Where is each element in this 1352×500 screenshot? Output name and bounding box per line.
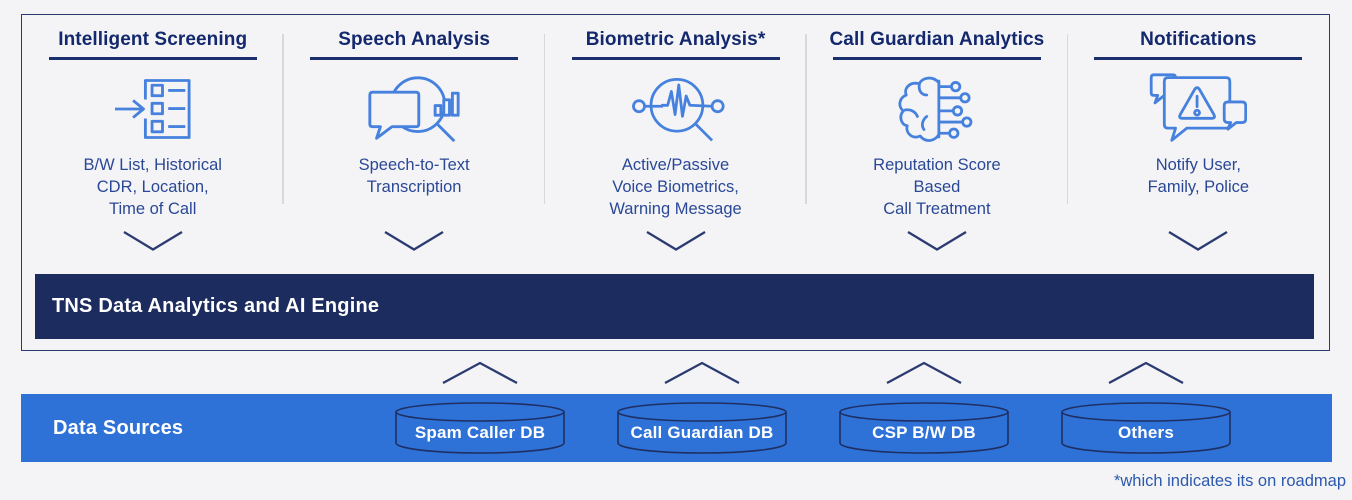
database-label: Others	[1118, 423, 1174, 442]
database-cylinder: Spam Caller DB	[394, 401, 566, 455]
roadmap-footnote: *which indicates its on roadmap	[1113, 472, 1346, 490]
alert-message-bubbles-icon	[1068, 69, 1329, 149]
database-cylinder: CSP B/W DB	[838, 401, 1010, 455]
voice-waveform-magnifier-icon	[545, 69, 806, 149]
column-divider	[1066, 34, 1069, 204]
column-divider	[805, 34, 807, 204]
stage-title-underline	[310, 57, 519, 60]
chevron-up-icon	[664, 361, 740, 385]
column-divider	[282, 34, 284, 204]
ai-brain-network-icon	[806, 69, 1067, 149]
database-cylinder-shape	[1061, 402, 1231, 454]
stage-title: Biometric Analysis*	[585, 29, 766, 50]
chevron-down-icon	[645, 230, 706, 251]
speech-to-text-magnifier-icon	[283, 69, 544, 149]
chevron-down-icon	[1168, 230, 1228, 251]
pipeline-box: Intelligent Screening B/W List, Historic…	[21, 14, 1330, 351]
stage-title-underline	[832, 57, 1041, 60]
database-label: Spam Caller DB	[414, 423, 546, 442]
data-sources-label: Data Sources	[53, 416, 184, 439]
database-cylinder: Others	[1060, 401, 1232, 455]
pipeline-stage: Biometric Analysis* Active/Passive Voice…	[545, 15, 806, 273]
stage-title: Intelligent Screening	[58, 29, 248, 50]
stage-title: Notifications	[1140, 29, 1257, 50]
stage-description: Speech-to-Text Transcription	[358, 155, 470, 196]
database-label: CSP B/W DB	[872, 423, 976, 442]
ai-engine-banner: TNS Data Analytics and AI Engine	[35, 274, 1314, 339]
stage-description: Notify User, Family, Police	[1147, 155, 1250, 196]
screening-checklist-icon	[22, 69, 283, 149]
pipeline-stage: Intelligent Screening B/W List, Historic…	[22, 15, 283, 273]
database-cylinder-shape	[617, 402, 787, 454]
stage-title: Speech Analysis	[338, 29, 491, 50]
database-cylinder-shape	[839, 402, 1009, 454]
chevron-up-icon	[886, 361, 962, 385]
stage-title-underline	[48, 57, 257, 60]
database-label: Call Guardian DB	[630, 423, 774, 442]
chevron-down-icon	[123, 230, 183, 251]
chevron-down-icon	[907, 230, 967, 251]
chevron-up-icon	[442, 361, 518, 385]
ai-engine-label: TNS Data Analytics and AI Engine	[52, 295, 380, 317]
database-cylinder-shape	[395, 402, 565, 454]
chevron-up-icon	[1108, 361, 1184, 385]
stage-title-underline	[571, 57, 780, 60]
stage-description: Reputation Score Based Call Treatment	[873, 155, 1001, 218]
stage-description: Active/Passive Voice Biometrics, Warning…	[609, 155, 742, 218]
pipeline-stage: Speech Analysis Speech-to-Text Transcrip…	[283, 15, 544, 273]
chevron-down-icon	[384, 230, 444, 251]
column-divider	[543, 34, 546, 204]
pipeline-stage: Notifications Notify User, Family, Polic…	[1068, 15, 1329, 273]
pipeline-stage: Call Guardian Analytics Reputation Score…	[806, 15, 1067, 273]
stage-title-underline	[1094, 57, 1303, 60]
stage-title: Call Guardian Analytics	[829, 29, 1045, 50]
pipeline-columns: Intelligent Screening B/W List, Historic…	[22, 15, 1329, 273]
database-cylinder: Call Guardian DB	[616, 401, 788, 455]
stage-description: B/W List, Historical CDR, Location, Time…	[83, 155, 222, 218]
